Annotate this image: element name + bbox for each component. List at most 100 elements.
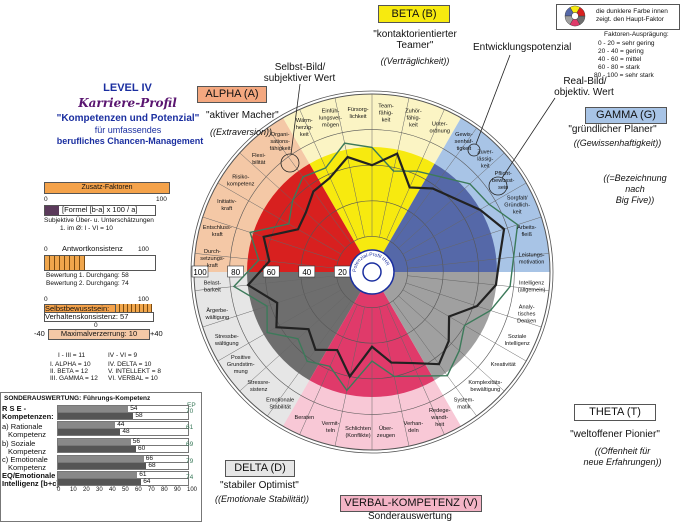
- spoke-label: Team-fähig-keit: [378, 103, 394, 123]
- ak-zero: 0: [44, 246, 48, 253]
- center-logo-ring: [362, 262, 382, 282]
- maximalverzerrung-bar: Maximalverzerrung: 10: [48, 329, 150, 340]
- potential-pointer: [475, 54, 511, 145]
- spoke: [402, 182, 527, 255]
- selbstbild-2: subjektiver Wert: [263, 73, 336, 84]
- spoke-label: Redege-wandt-heit: [429, 408, 451, 428]
- spoke: [407, 275, 550, 291]
- alpha-desc: "aktiver Macher": [206, 110, 279, 121]
- sonder-bar-self-fill: [58, 456, 144, 462]
- subtitle-line3: berufliches Chancen-Management: [56, 136, 204, 146]
- legend-note1: die dunklere Farbe innen: [596, 8, 668, 15]
- ratio-beta: II. BETA = 12: [50, 368, 88, 375]
- z2-zero: 0: [44, 296, 48, 303]
- real-image-line: [232, 142, 519, 392]
- sonder-bar-real: 60: [57, 445, 189, 453]
- spoke: [217, 289, 342, 362]
- subtitle: "Kompetenzen und Potenzial": [56, 113, 200, 124]
- sonder-bar-self-fill: [58, 406, 129, 412]
- sonder-bar-real-value: 64: [143, 478, 151, 485]
- alpha-title: ALPHA (A): [197, 86, 267, 103]
- spoke-label: Stressre-sistenz: [247, 380, 270, 393]
- sonder-ep-value: 79: [186, 458, 194, 465]
- bezeichnung-2: nach: [625, 184, 645, 194]
- center-logo: [349, 249, 395, 295]
- sonder-bar-real: 58: [57, 412, 189, 420]
- spoke: [202, 216, 339, 262]
- selbst-pattern: [116, 304, 152, 312]
- spoke: [405, 282, 542, 328]
- zusatz-note2: 1. im Ø: I - VI = 10: [60, 225, 113, 232]
- real-image-pointer: [501, 97, 556, 179]
- scale-label-box: [262, 265, 280, 278]
- sonder-ep-value: 69: [186, 441, 194, 448]
- ak-label: Antwortkonsistenz: [62, 244, 123, 253]
- alpha-inner-sector: [247, 163, 372, 272]
- spoke: [217, 182, 342, 255]
- sonder-bar-self-value: 56: [132, 438, 141, 445]
- emotional-1: c) Emotionale: [2, 455, 48, 464]
- zusatz-hundred: 100: [156, 196, 167, 203]
- theta-sub1: ((Offenheit für: [594, 446, 651, 456]
- ak-hundred: 100: [138, 246, 149, 253]
- verhaltenskonsistenz-bar: Verhaltenskonsistenz: 57: [44, 312, 154, 322]
- ratios-h2: IV - VI = 9: [108, 352, 138, 359]
- spoke-label: Einfüh-lungsver-mögen: [319, 108, 342, 128]
- auspr-3: 40 - 60 = mittel: [598, 56, 642, 63]
- zusatz-zero: 0: [44, 196, 48, 203]
- mv-right: +40: [150, 329, 163, 338]
- spoke-label: Vermit-teln: [322, 421, 340, 434]
- ratio-gamma: III. GAMMA = 12: [50, 375, 98, 382]
- spoke-label: Durch-setzungs-kraft: [200, 249, 224, 269]
- auspr-5: 80 - 100 = sehr stark: [594, 72, 654, 79]
- sonder-bar-real: 64: [57, 478, 189, 486]
- spoke-label: Flexi-bilität: [252, 153, 266, 166]
- spoke-label: Kreativität: [491, 362, 516, 368]
- scale-label: 80: [231, 268, 240, 277]
- ratio-verbal: VI. VERBAL = 10: [108, 375, 158, 382]
- level-title: LEVEL IV: [103, 82, 152, 94]
- script-title: Karriere-Profil: [78, 96, 177, 110]
- spoke: [299, 304, 358, 435]
- sonder-bar-real-value: 58: [135, 412, 143, 419]
- sozial-1: b) Soziale: [2, 439, 36, 448]
- sonder-scale-tick: 60: [135, 487, 142, 493]
- scale-label: 20: [338, 268, 347, 277]
- sonder-scale-tick: 70: [148, 487, 155, 493]
- spoke: [334, 97, 365, 238]
- auspr-4: 60 - 80 = stark: [598, 64, 640, 71]
- theta-sub2: neue Erfahrungen)): [583, 457, 662, 467]
- zusatz-note1: Subjektive Über- u. Unterschätzungen: [44, 217, 154, 224]
- spoke-label: Intelligenz(allgemein): [518, 280, 546, 293]
- theta-desc: "weltoffener Pionier": [570, 429, 660, 440]
- spoke-label: Unter-ordnung: [429, 121, 450, 134]
- spoke-label: Zuhör-fähig-keit: [405, 108, 422, 128]
- spoke-label: Stressbe-wältigung: [214, 334, 239, 347]
- real-image-marker: [488, 176, 508, 196]
- sonder-bar-self-fill: [58, 472, 138, 478]
- realbild-1: Real-Bild/: [563, 76, 607, 87]
- potential-marker: [467, 143, 481, 157]
- sozial-2: Kompetenz: [8, 447, 46, 456]
- scale-label-box: [298, 265, 316, 278]
- emotional-2: Kompetenz: [8, 463, 46, 472]
- spoke-label: Schlichten(Konflikte): [345, 426, 371, 439]
- spoke-label: Komplexitäts-bewältigung: [468, 380, 502, 393]
- spoke: [398, 295, 505, 392]
- sonder-scale-tick: 100: [187, 487, 198, 493]
- sonder-bar-real-fill: [58, 479, 142, 485]
- sonder-bar-self-fill: [58, 422, 116, 428]
- selbstbild-1: Selbst-Bild/: [274, 62, 326, 73]
- spoke-label: Verhan-deln: [404, 421, 424, 434]
- verbal-title: VERBAL-KOMPETENZ (V): [340, 495, 482, 512]
- delta-inner-sector: [247, 272, 372, 381]
- ak-b1: Bewertung 1. Durchgang: 58: [46, 272, 129, 279]
- legend-note2: zeigt. den Haupt-Faktor: [596, 16, 664, 23]
- eq-2: Intelligenz [b+c]: [2, 479, 59, 488]
- spoke-label: Über-zeugen: [377, 425, 395, 439]
- realbild-2: objektiv. Wert: [554, 87, 614, 98]
- gamma-sub: ((Gewissenhaftigkeit)): [573, 138, 662, 148]
